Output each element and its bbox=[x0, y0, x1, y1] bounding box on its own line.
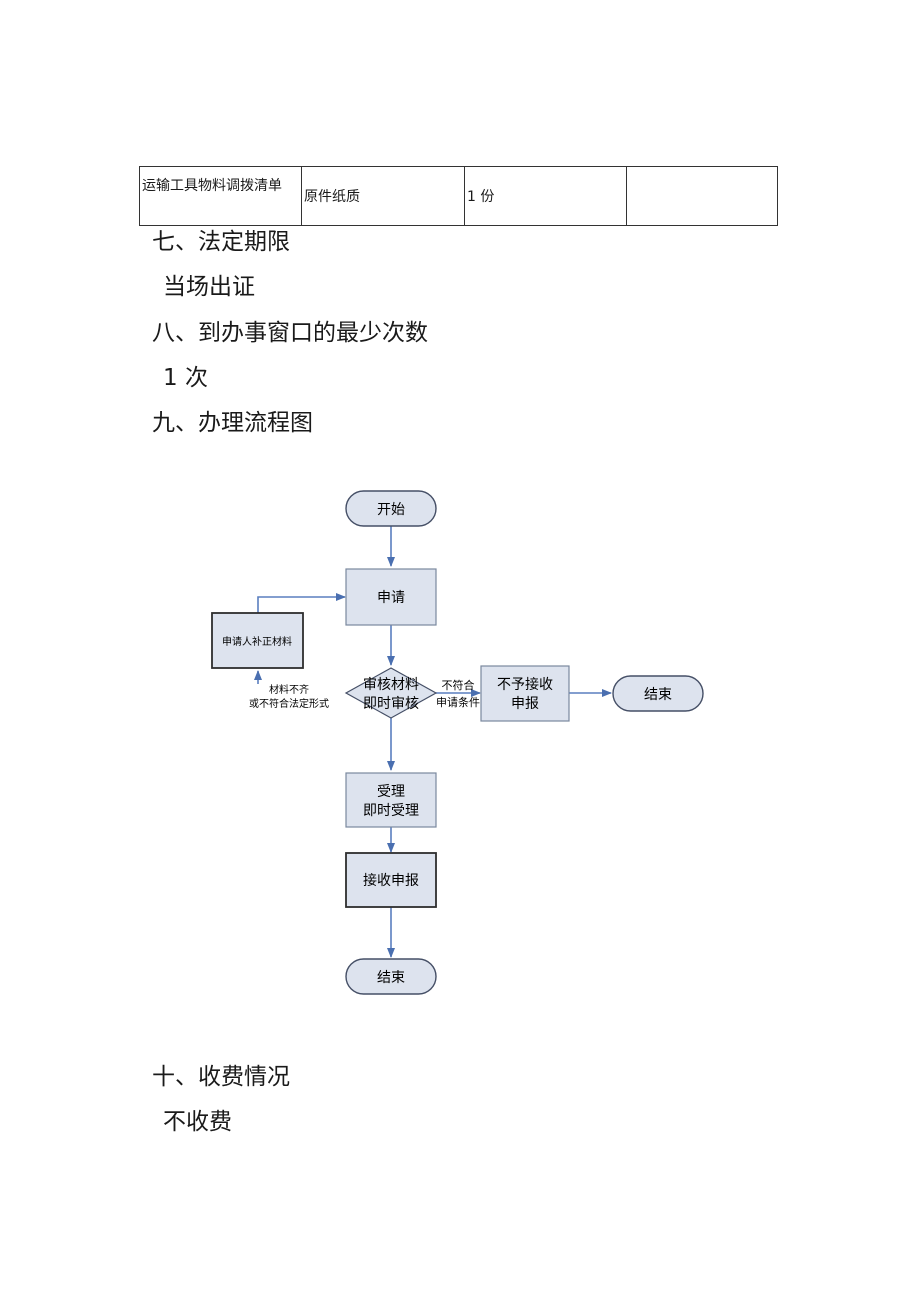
table-row: 运输工具物料调拨清单 原件纸质 1 份 bbox=[139, 166, 778, 226]
section-heading-min-visits: 八、到办事窗口的最少次数 bbox=[152, 320, 428, 346]
accept-label-line2: 即时受理 bbox=[363, 803, 419, 819]
accept-box bbox=[345, 772, 437, 828]
nonconform-note-line1: 不符合 bbox=[442, 678, 475, 692]
incomplete-note-line1: 材料不齐 bbox=[269, 683, 309, 696]
section-heading-fees: 十、收费情况 bbox=[152, 1064, 290, 1090]
material-remark-cell bbox=[626, 166, 778, 226]
end-right-label: 结束 bbox=[644, 687, 672, 703]
reject-label-line1: 不予接收 bbox=[497, 676, 553, 693]
reject-label-line2: 申报 bbox=[511, 696, 539, 712]
material-name-cell: 运输工具物料调拨清单 bbox=[139, 166, 302, 226]
accept-label-line1: 受理 bbox=[377, 784, 405, 800]
nonconform-note-line2: 申请条件 bbox=[436, 695, 480, 709]
section-content-legal-deadline: 当场出证 bbox=[163, 274, 255, 300]
section-heading-flowchart: 九、办理流程图 bbox=[152, 410, 313, 436]
review-label-line2: 即时审核 bbox=[363, 696, 419, 712]
end-terminator-bottom bbox=[345, 958, 437, 995]
review-decision-diamond bbox=[344, 667, 438, 719]
apply-box bbox=[345, 568, 437, 626]
receive-label: 接收申报 bbox=[363, 872, 419, 889]
section-content-fees: 不收费 bbox=[163, 1109, 232, 1135]
start-terminator bbox=[345, 490, 437, 527]
supplement-box bbox=[211, 612, 304, 669]
end-bottom-label: 结束 bbox=[377, 970, 405, 986]
review-label-line1: 审核材料 bbox=[363, 677, 419, 693]
section-content-min-visits: 1 次 bbox=[163, 365, 208, 391]
receive-box bbox=[345, 852, 437, 908]
material-form-cell: 原件纸质 bbox=[301, 166, 465, 226]
arrow-supplement-to-apply bbox=[257, 593, 346, 613]
materials-table: 运输工具物料调拨清单 原件纸质 1 份 bbox=[139, 166, 778, 226]
section-heading-legal-deadline: 七、法定期限 bbox=[152, 229, 290, 255]
apply-label: 申请 bbox=[377, 590, 405, 606]
incomplete-note-line2: 或不符合法定形式 bbox=[249, 697, 329, 710]
supplement-label: 申请人补正材料 bbox=[222, 635, 292, 648]
end-terminator-right bbox=[612, 675, 704, 712]
reject-box bbox=[480, 665, 570, 722]
start-label: 开始 bbox=[377, 502, 405, 518]
